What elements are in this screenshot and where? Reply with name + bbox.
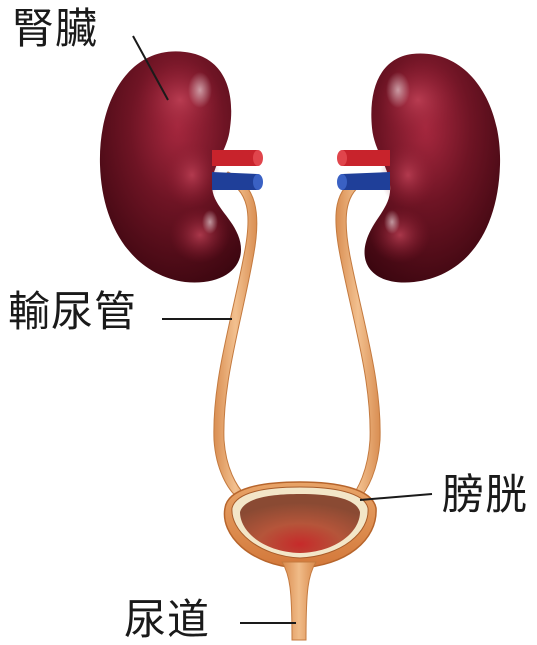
ureter-label: 輸尿管 bbox=[8, 291, 137, 333]
urethra bbox=[282, 562, 316, 640]
right-kidney bbox=[365, 54, 501, 283]
bladder-label: 膀胱 bbox=[442, 474, 528, 516]
kidney-label: 腎臟 bbox=[12, 8, 98, 50]
bladder bbox=[224, 482, 376, 568]
left-kidney bbox=[100, 51, 241, 282]
bladder-leader-line bbox=[360, 494, 432, 500]
urethra-label: 尿道 bbox=[124, 599, 210, 641]
